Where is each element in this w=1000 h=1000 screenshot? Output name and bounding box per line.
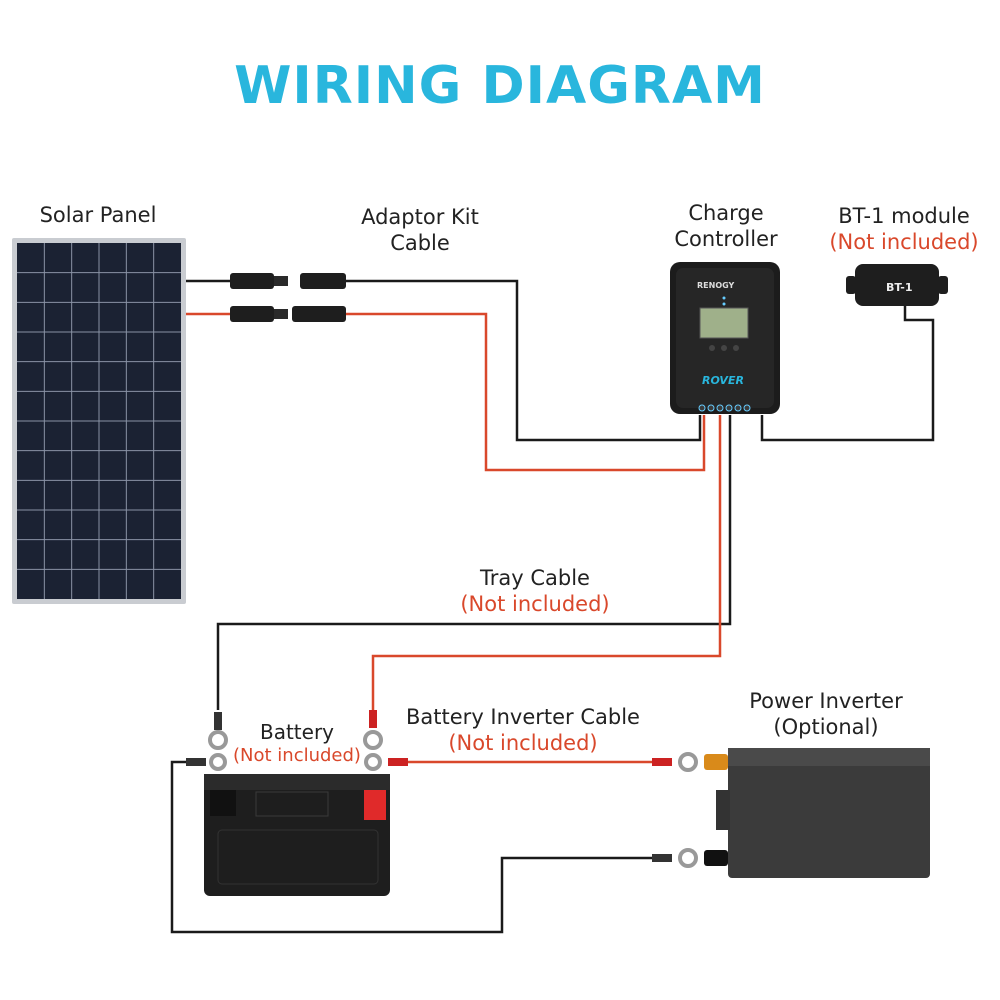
battery-label-name: Battery — [259, 720, 335, 744]
bt1-label: BT-1 module (Not included) — [812, 203, 996, 255]
bt1-module: BT-1 — [760, 264, 948, 442]
power-inverter — [704, 748, 930, 878]
battery-inverter-cable-label-name: Battery Inverter Cable — [406, 705, 640, 729]
tray-cable-label-note: (Not included) — [460, 592, 610, 616]
bt1-label-note: (Not included) — [829, 230, 979, 254]
tray-cable — [216, 415, 732, 710]
bt1-label-name: BT-1 module — [838, 204, 970, 228]
adaptor-kit-label-line1: Adaptor Kit — [361, 205, 479, 229]
solar-panel — [12, 238, 186, 604]
tray-cable-label-name: Tray Cable — [480, 566, 590, 590]
charge-controller-label-line2: Controller — [674, 227, 778, 251]
battery — [186, 710, 408, 896]
power-inverter-label-line1: Power Inverter — [749, 689, 903, 713]
battery-inverter-cable-label-note: (Not included) — [448, 731, 598, 755]
charge-controller: RENOGY ROVER — [670, 262, 780, 414]
svg-text:RENOGY: RENOGY — [697, 281, 735, 290]
power-inverter-label-line2: (Optional) — [773, 715, 879, 739]
adaptor-kit-label-line2: Cable — [390, 231, 450, 255]
tray-cable-label: Tray Cable (Not included) — [420, 565, 650, 617]
adaptor-kit-label: Adaptor Kit Cable — [330, 204, 510, 256]
battery-label-note: (Not included) — [233, 745, 361, 766]
diagram-title: WIRING DIAGRAM — [234, 56, 766, 116]
solar-panel-label: Solar Panel — [39, 203, 157, 227]
battery-inverter-cable-label: Battery Inverter Cable (Not included) — [388, 704, 658, 756]
svg-text:ROVER: ROVER — [702, 374, 744, 387]
charge-controller-label-line1: Charge — [688, 201, 764, 225]
charge-controller-label: Charge Controller — [656, 200, 796, 252]
battery-label: Battery (Not included) — [222, 720, 372, 768]
svg-text:BT-1: BT-1 — [886, 281, 913, 294]
battery-inverter-cable — [170, 752, 698, 934]
adaptor-kit-cable — [186, 273, 706, 472]
power-inverter-label: Power Inverter (Optional) — [726, 688, 926, 740]
